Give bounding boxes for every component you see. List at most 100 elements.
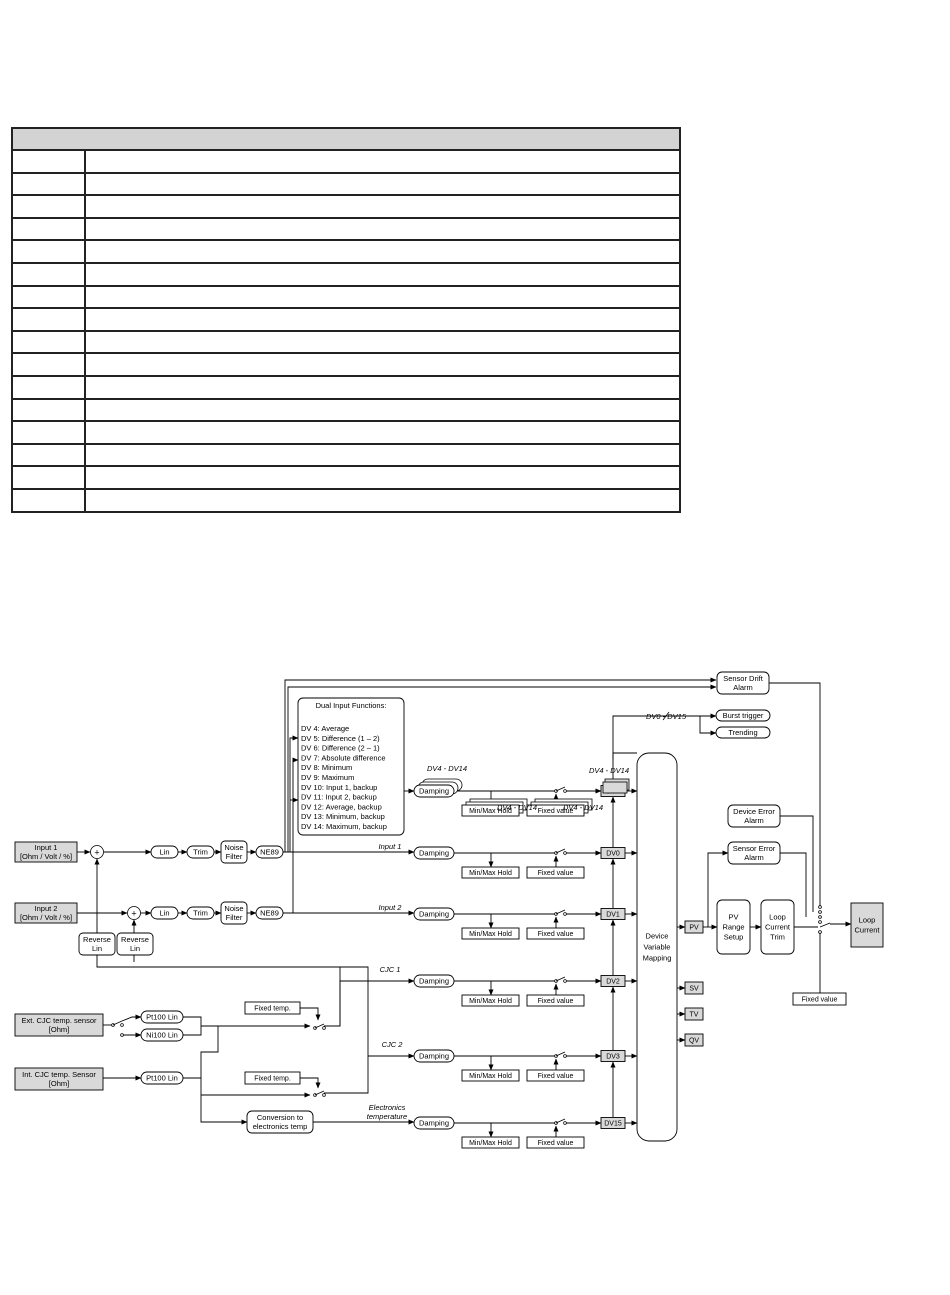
label-input-1: Input 1 — [379, 842, 402, 851]
pv-range-setup-label: Setup — [724, 933, 744, 942]
min-max-hold-dv4-label: Min/Max Hold — [469, 808, 512, 815]
pt100-lin-ext: Pt100 Lin — [140, 1010, 184, 1024]
fixed-value-electronics-label: Fixed value — [538, 1140, 574, 1147]
dual-input-line: DV 12: Average, backup — [301, 802, 382, 811]
label-electronics: Electronics — [369, 1103, 406, 1112]
device-variable-table — [11, 127, 681, 513]
loop-current-trim-label: Current — [765, 923, 791, 932]
int-cjc-sensor-box: Int. CJC temp. Sensor[Ohm] — [14, 1067, 104, 1091]
ext-cjc-sensor-box: Ext. CJC temp. sensor[Ohm] — [14, 1013, 104, 1037]
device-error-alarm-label: Device Error — [733, 807, 775, 816]
loop-switch-contact — [818, 915, 822, 919]
trending-label: Trending — [728, 728, 757, 737]
label-dv4-dv14-minmax: DV4 - DV14 — [497, 803, 537, 812]
min-max-hold-cjc1-label: Min/Max Hold — [469, 998, 512, 1005]
label-cjc-2: CJC 2 — [382, 1040, 404, 1049]
pv-range-setup-label: Range — [722, 923, 744, 932]
switch-cjc2 — [554, 1051, 567, 1058]
dual-input-title: Dual Input Functions: — [316, 701, 387, 710]
loop-current-box-label: Current — [854, 926, 880, 935]
noise-filter-1-label: Filter — [226, 852, 243, 861]
dv0-box-label: DV0 — [606, 851, 620, 858]
min-max-hold-input2: Min/Max Hold — [461, 927, 520, 940]
loop-switch-contact — [818, 920, 822, 924]
qv-box: QV — [684, 1033, 704, 1047]
table-cell-id — [11, 261, 86, 287]
damping-dv4-label: Damping — [419, 787, 449, 796]
fixed-value-input2: Fixed value — [526, 927, 585, 940]
ne89-1: NE89 — [255, 845, 284, 859]
trim-2-label: Trim — [193, 909, 208, 918]
noise-filter-2-label: Filter — [226, 913, 243, 922]
table-row — [11, 329, 681, 355]
table-cell-id — [11, 329, 86, 355]
label-dv4-dv14-out: DV4 - DV14 — [589, 766, 629, 775]
ne89-2: NE89 — [255, 906, 284, 920]
dual-input-line: DV 7: Absolute difference — [301, 753, 386, 762]
device-variable-mapping-label: Mapping — [643, 954, 672, 963]
pt100-lin-int-label: Pt100 Lin — [146, 1074, 178, 1083]
device-variable-mapping-label: Device — [646, 932, 669, 941]
fixed-temp-2: Fixed temp. — [244, 1071, 301, 1085]
sum-junction-1 — [90, 845, 104, 859]
table-cell-description — [84, 329, 681, 355]
damping-input2: Damping — [413, 907, 455, 921]
reverse-lin-1-label: Lin — [92, 944, 102, 953]
table-row — [11, 171, 681, 197]
switch-input1 — [554, 848, 567, 855]
switch-cjc1 — [554, 976, 567, 983]
damping-input1-label: Damping — [419, 849, 449, 858]
sensor-drift-alarm-label: Sensor Drift — [723, 674, 764, 683]
input-2-box: Input 2[Ohm / Volt / %] — [14, 902, 78, 924]
ni100-lin-ext-label: Ni100 Lin — [146, 1031, 178, 1040]
ne89-1-label: NE89 — [260, 848, 279, 857]
dv2-box: DV2 — [600, 975, 626, 987]
loop-switch-contact — [818, 930, 822, 934]
trim-1: Trim — [186, 845, 215, 859]
table-row — [11, 487, 681, 513]
dual-input-line: DV 11: Input 2, backup — [301, 793, 377, 802]
dual-input-line: DV 10: Input 1, backup — [301, 783, 377, 792]
min-max-hold-electronics-label: Min/Max Hold — [469, 1140, 512, 1147]
fixed-value-output: Fixed value — [792, 992, 847, 1006]
dv0-box: DV0 — [600, 847, 626, 859]
fixed-value-cjc2-label: Fixed value — [538, 1073, 574, 1080]
reverse-lin-2-label: Reverse — [121, 935, 149, 944]
min-max-hold-input2-label: Min/Max Hold — [469, 931, 512, 938]
fixed-temp-1-label: Fixed temp. — [254, 1006, 291, 1013]
sensor-error-alarm-label: Sensor Error — [733, 844, 776, 853]
dual-input-line: DV 4: Average — [301, 724, 349, 733]
damping-input2-label: Damping — [419, 910, 449, 919]
table-cell-id — [11, 239, 86, 264]
input-1-box-label: [Ohm / Volt / %] — [20, 852, 72, 861]
dv15-box: DV15 — [600, 1117, 626, 1129]
sv-box-label: SV — [689, 986, 699, 993]
label-dv4-dv14-fixed: DV4 - DV14 — [563, 803, 603, 812]
switch-input2 — [554, 909, 567, 916]
int-cjc-sensor-box-label: [Ohm] — [49, 1079, 69, 1088]
input-1-box-label: Input 1 — [35, 843, 58, 852]
reverse-lin-2-label: Lin — [130, 944, 140, 953]
label-input-2: Input 2 — [379, 903, 403, 912]
ni100-lin-ext: Ni100 Lin — [140, 1028, 184, 1042]
sum-junction-2 — [127, 906, 141, 920]
dual-input-line: DV 5: Difference (1 – 2) — [301, 734, 380, 743]
sensor-drift-alarm-label: Alarm — [733, 683, 753, 692]
fixed-value-cjc2: Fixed value — [526, 1069, 585, 1082]
trim-2: Trim — [186, 906, 215, 920]
cjc1-switch — [313, 1023, 326, 1030]
noise-filter-1-label: Noise — [224, 843, 243, 852]
label-dv4-dv14-damping: DV4 - DV14 — [427, 764, 467, 773]
conversion-to-electronics-temp-label: Conversion to — [257, 1113, 303, 1122]
burst-trigger-label: Burst trigger — [723, 711, 764, 720]
fixed-value-dv4-label: Fixed value — [538, 808, 574, 815]
damping-electronics-label: Damping — [419, 1119, 449, 1128]
table-cell-id — [11, 307, 86, 332]
dual-input-line: DV 8: Minimum — [301, 763, 352, 772]
sum-2-plus: + — [131, 909, 136, 919]
cjc2-switch — [313, 1090, 326, 1097]
